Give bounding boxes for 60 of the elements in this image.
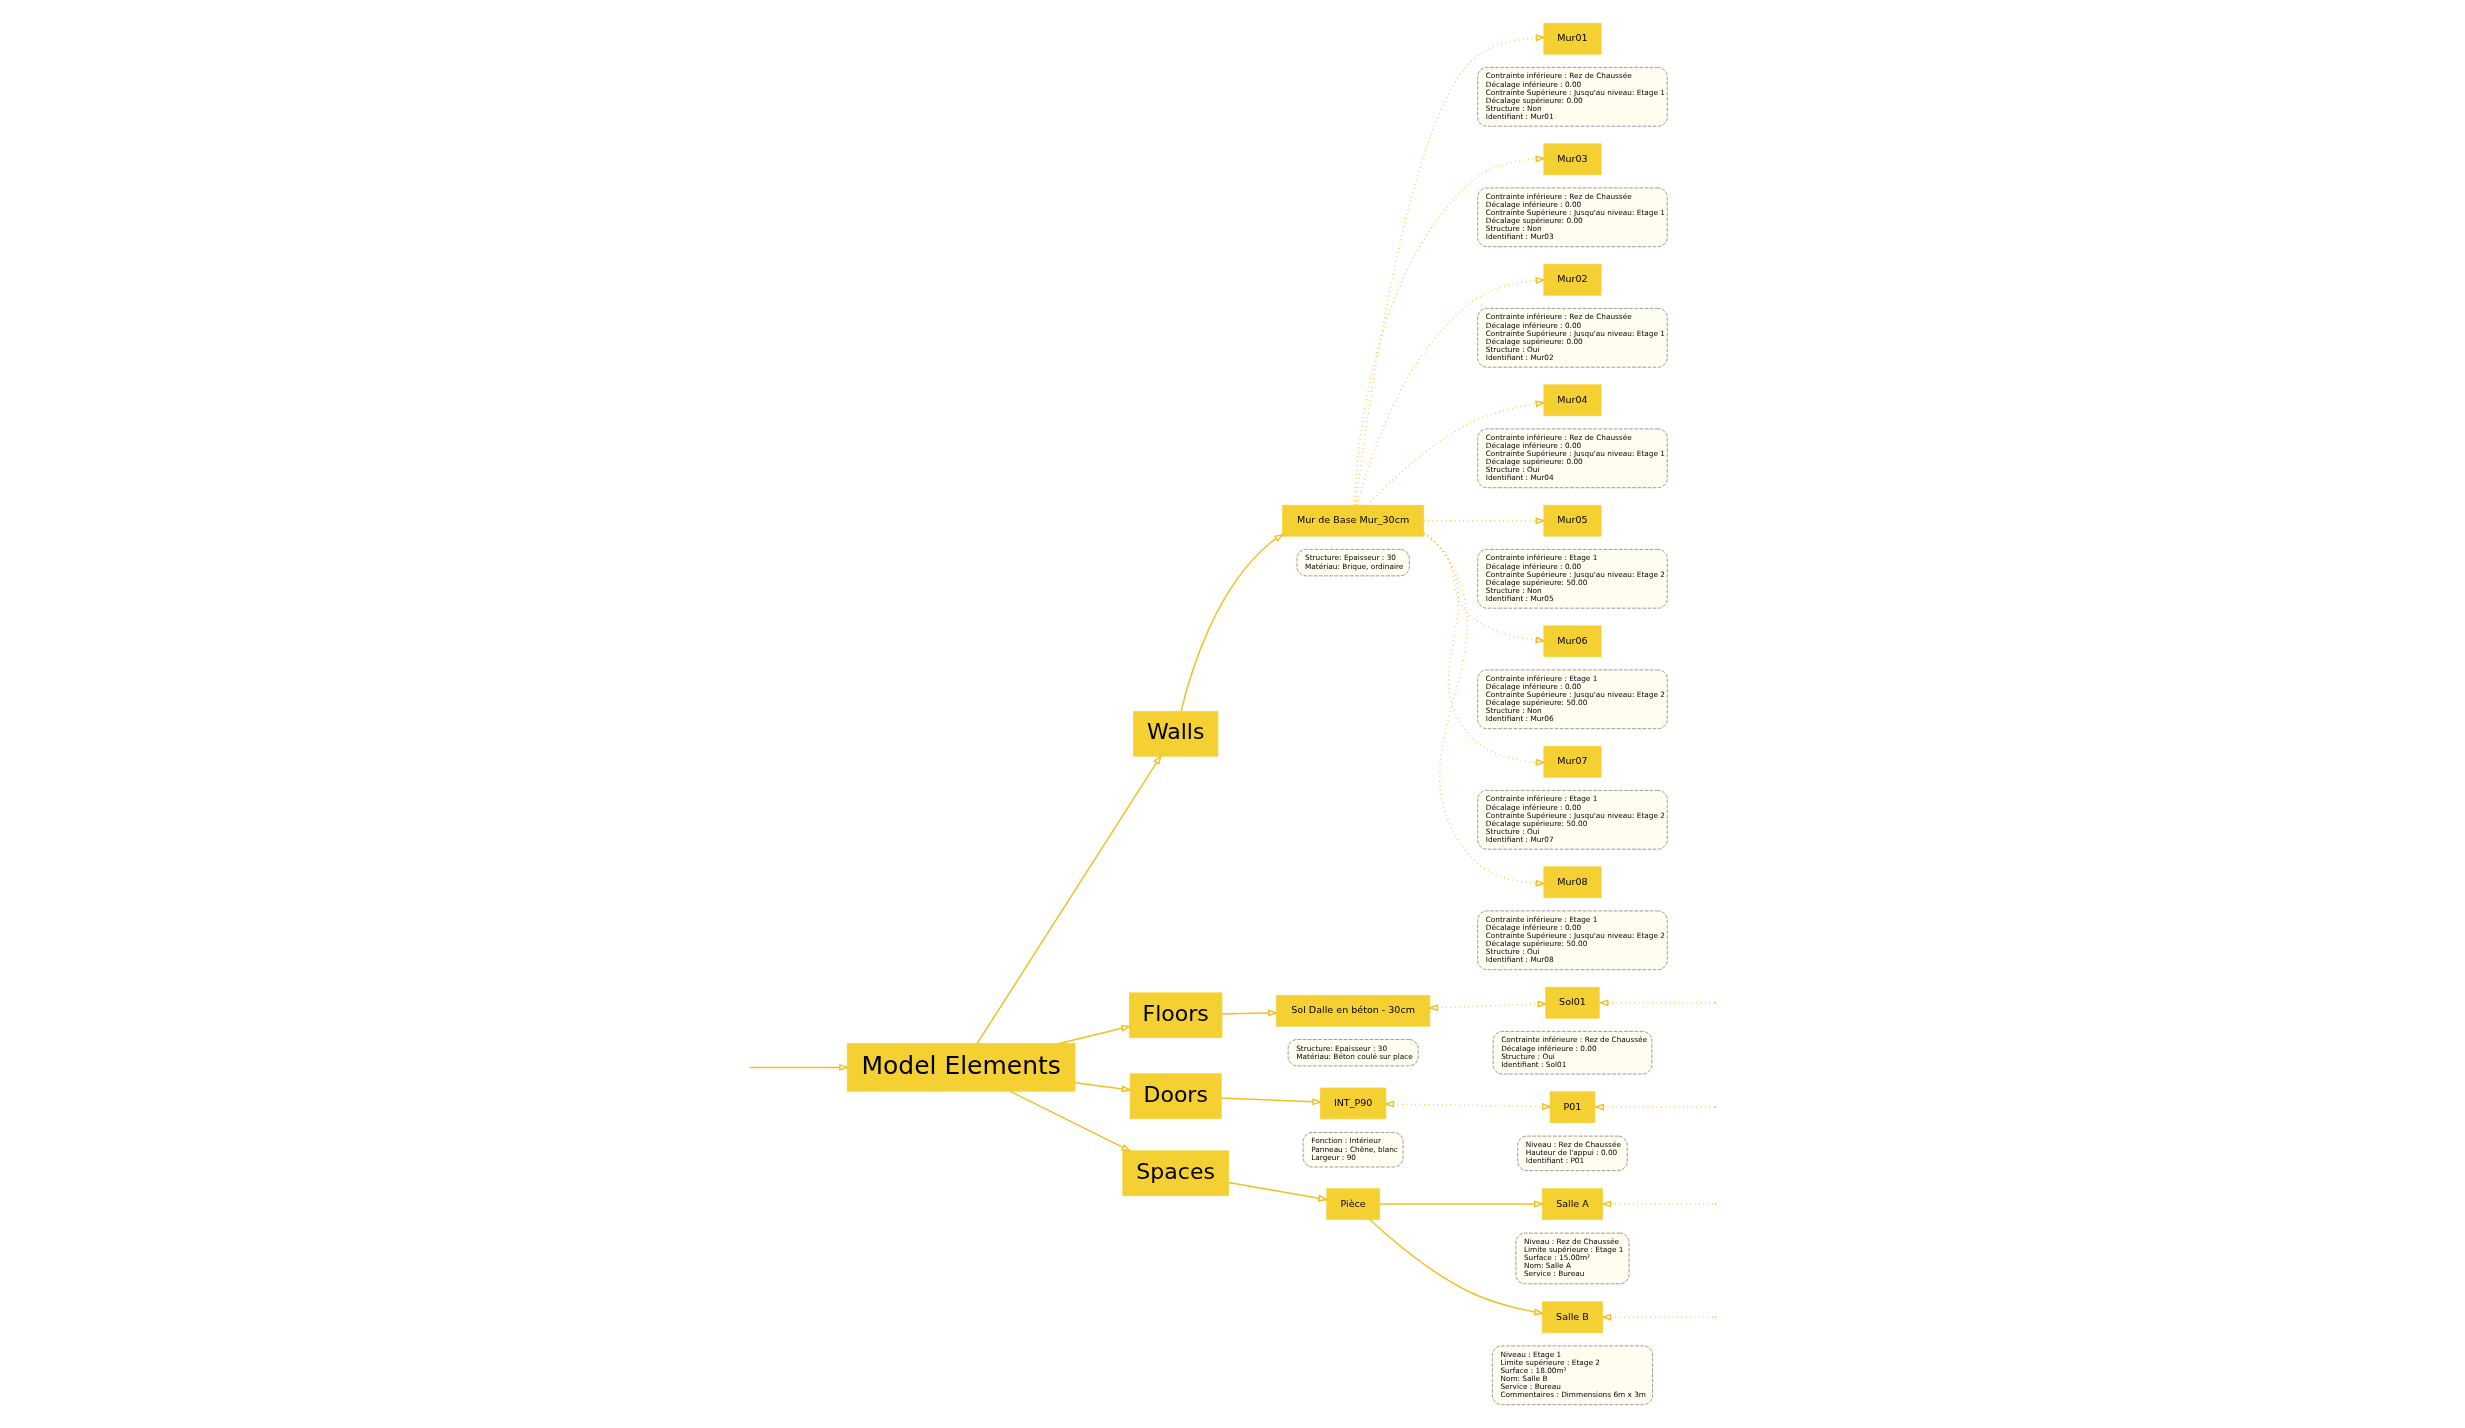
arrow: [1422, 534, 1546, 644]
arrow: [1600, 1200, 1716, 1208]
arrow: [1427, 1000, 1548, 1012]
node-box: Mur01: [1542, 22, 1601, 55]
arrow: [1058, 1024, 1131, 1045]
node-box: Niveau : Etage 1 Limite supérieure : Etage 2 Surface : 18.00m² Nom: Salle B Service : Bureau Commentaires : Dimmensions 6m x 3m: [1491, 1345, 1653, 1406]
arrow: [1366, 400, 1546, 507]
node-box: Niveau : Rez de Chaussée Limite supérieure : Etage 1 Surface : 15.00m² Nom: Salle A Service : Bureau: [1515, 1232, 1629, 1285]
node-box: Mur02: [1542, 263, 1601, 296]
node-box: Salle B: [1541, 1301, 1603, 1334]
node-box: Contrainte inférieure : Rez de Chaussée Décalage inférieure : 0.00 Contrainte Supérieure : Jusqu'au niveau: Etage 1 Décalage supérieure: 0.00 Structure : Oui Identifiant : Mur02: [1476, 308, 1668, 368]
node-box: Structure: Epaisseur : 30 Matériau: Brique, ordinaire: [1296, 549, 1410, 577]
node-box: Contrainte inférieure : Etage 1 Décalage inférieure : 0.00 Contrainte Supérieure : Jusqu'au niveau: Etage 2 Décalage supérieure: 50.00 Structure : Non Identifiant : Mur06: [1476, 669, 1668, 730]
node-box: Floors: [1128, 992, 1222, 1039]
node-box: Structure: Epaisseur : 30 Matériau: Béton coulé sur place: [1287, 1039, 1419, 1067]
node-box: Contrainte inférieure : Rez de Chaussée Décalage inférieure : 0.00 Structure : Oui Identifiant : Sol01: [1492, 1031, 1652, 1075]
node-box: Mur07: [1542, 745, 1601, 778]
node-box: Spaces: [1121, 1150, 1229, 1196]
node-box: Niveau : Rez de Chaussée Hauteur de l'appui : 0.00 Identifiant : P01: [1516, 1135, 1628, 1171]
node-box: Mur de Base Mur_30cm: [1281, 504, 1424, 537]
node-box: Doors: [1129, 1073, 1222, 1119]
node-box: Contrainte inférieure : Etage 1 Décalage inférieure : 0.00 Contrainte Supérieure : Jusqu'au niveau: Etage 2 Décalage supérieure: 50.00 Structure : Oui Identifiant : Mur07: [1476, 790, 1668, 850]
node-box: Contrainte inférieure : Rez de Chaussée Décalage inférieure : 0.00 Contrainte Supérieure : Jusqu'au niveau: Etage 1 Décalage supérieure: 0.00 Structure : Non Identifiant : Mur01: [1476, 67, 1668, 127]
node-box: Contrainte inférieure : Etage 1 Décalage inférieure : 0.00 Contrainte Supérieure : Jusqu'au niveau: Etage 2 Décalage supérieure: 50.00 Structure : Non Identifiant : Mur05: [1476, 549, 1668, 609]
node-box: Mur04: [1542, 384, 1601, 417]
arrow: [1422, 532, 1546, 766]
node-box: Mur06: [1542, 625, 1601, 658]
node-box: Pièce: [1325, 1188, 1380, 1220]
arrow: [1227, 1181, 1329, 1202]
node-box: INT_P90: [1319, 1087, 1386, 1120]
node-box: Model Elements: [846, 1043, 1075, 1092]
node-box: Contrainte inférieure : Rez de Chaussée Décalage inférieure : 0.00 Contrainte Supérieure : Jusqu'au niveau: Etage 1 Décalage supérieure: 0.00 Structure : Oui Identifiant : Mur04: [1476, 428, 1668, 489]
arrow: [1353, 155, 1546, 506]
node-box: Sol Dalle en béton - 30cm: [1275, 995, 1430, 1027]
node-box: Contrainte inférieure : Etage 1 Décalage inférieure : 0.00 Contrainte Supérieure : Jusqu'au niveau: Etage 2 Décalage supérieure: 50.00 Structure : Oui Identifiant : Mur08: [1476, 910, 1668, 971]
arrow: [1422, 531, 1546, 887]
arrow: [1009, 1090, 1132, 1152]
arrow: [1356, 276, 1546, 506]
arrow: [1597, 999, 1716, 1007]
arrow: [1074, 1081, 1132, 1093]
arrow: [1354, 34, 1546, 506]
arrow: [1593, 1103, 1716, 1111]
node-box: Mur08: [1542, 866, 1601, 899]
arrow: [975, 754, 1162, 1045]
arrow: [1600, 1313, 1716, 1321]
node-box: Contrainte inférieure : Rez de Chaussée Décalage inférieure : 0.00 Contrainte Supérieure : Jusqu'au niveau: Etage 1 Décalage supérieure: 0.00 Structure : Non Identifiant : Mur03: [1476, 187, 1668, 248]
node-box: Mur03: [1542, 143, 1601, 176]
node-box: Sol01: [1544, 986, 1600, 1019]
node-box: Salle A: [1541, 1188, 1603, 1220]
arrow: [1383, 1100, 1552, 1111]
node-box: Walls: [1132, 711, 1218, 757]
arrow: [1368, 1218, 1544, 1316]
arrow: [1378, 1200, 1544, 1208]
arrow: [1179, 533, 1284, 712]
arrow: [1220, 1097, 1323, 1106]
node-box: P01: [1549, 1091, 1595, 1123]
node-box: Mur05: [1542, 504, 1601, 537]
arrow: [749, 1063, 849, 1072]
node-box: Fonction : Intérieur Panneau : Chêne, blanc Largeur : 90: [1302, 1132, 1403, 1168]
arrow: [1220, 1009, 1278, 1017]
